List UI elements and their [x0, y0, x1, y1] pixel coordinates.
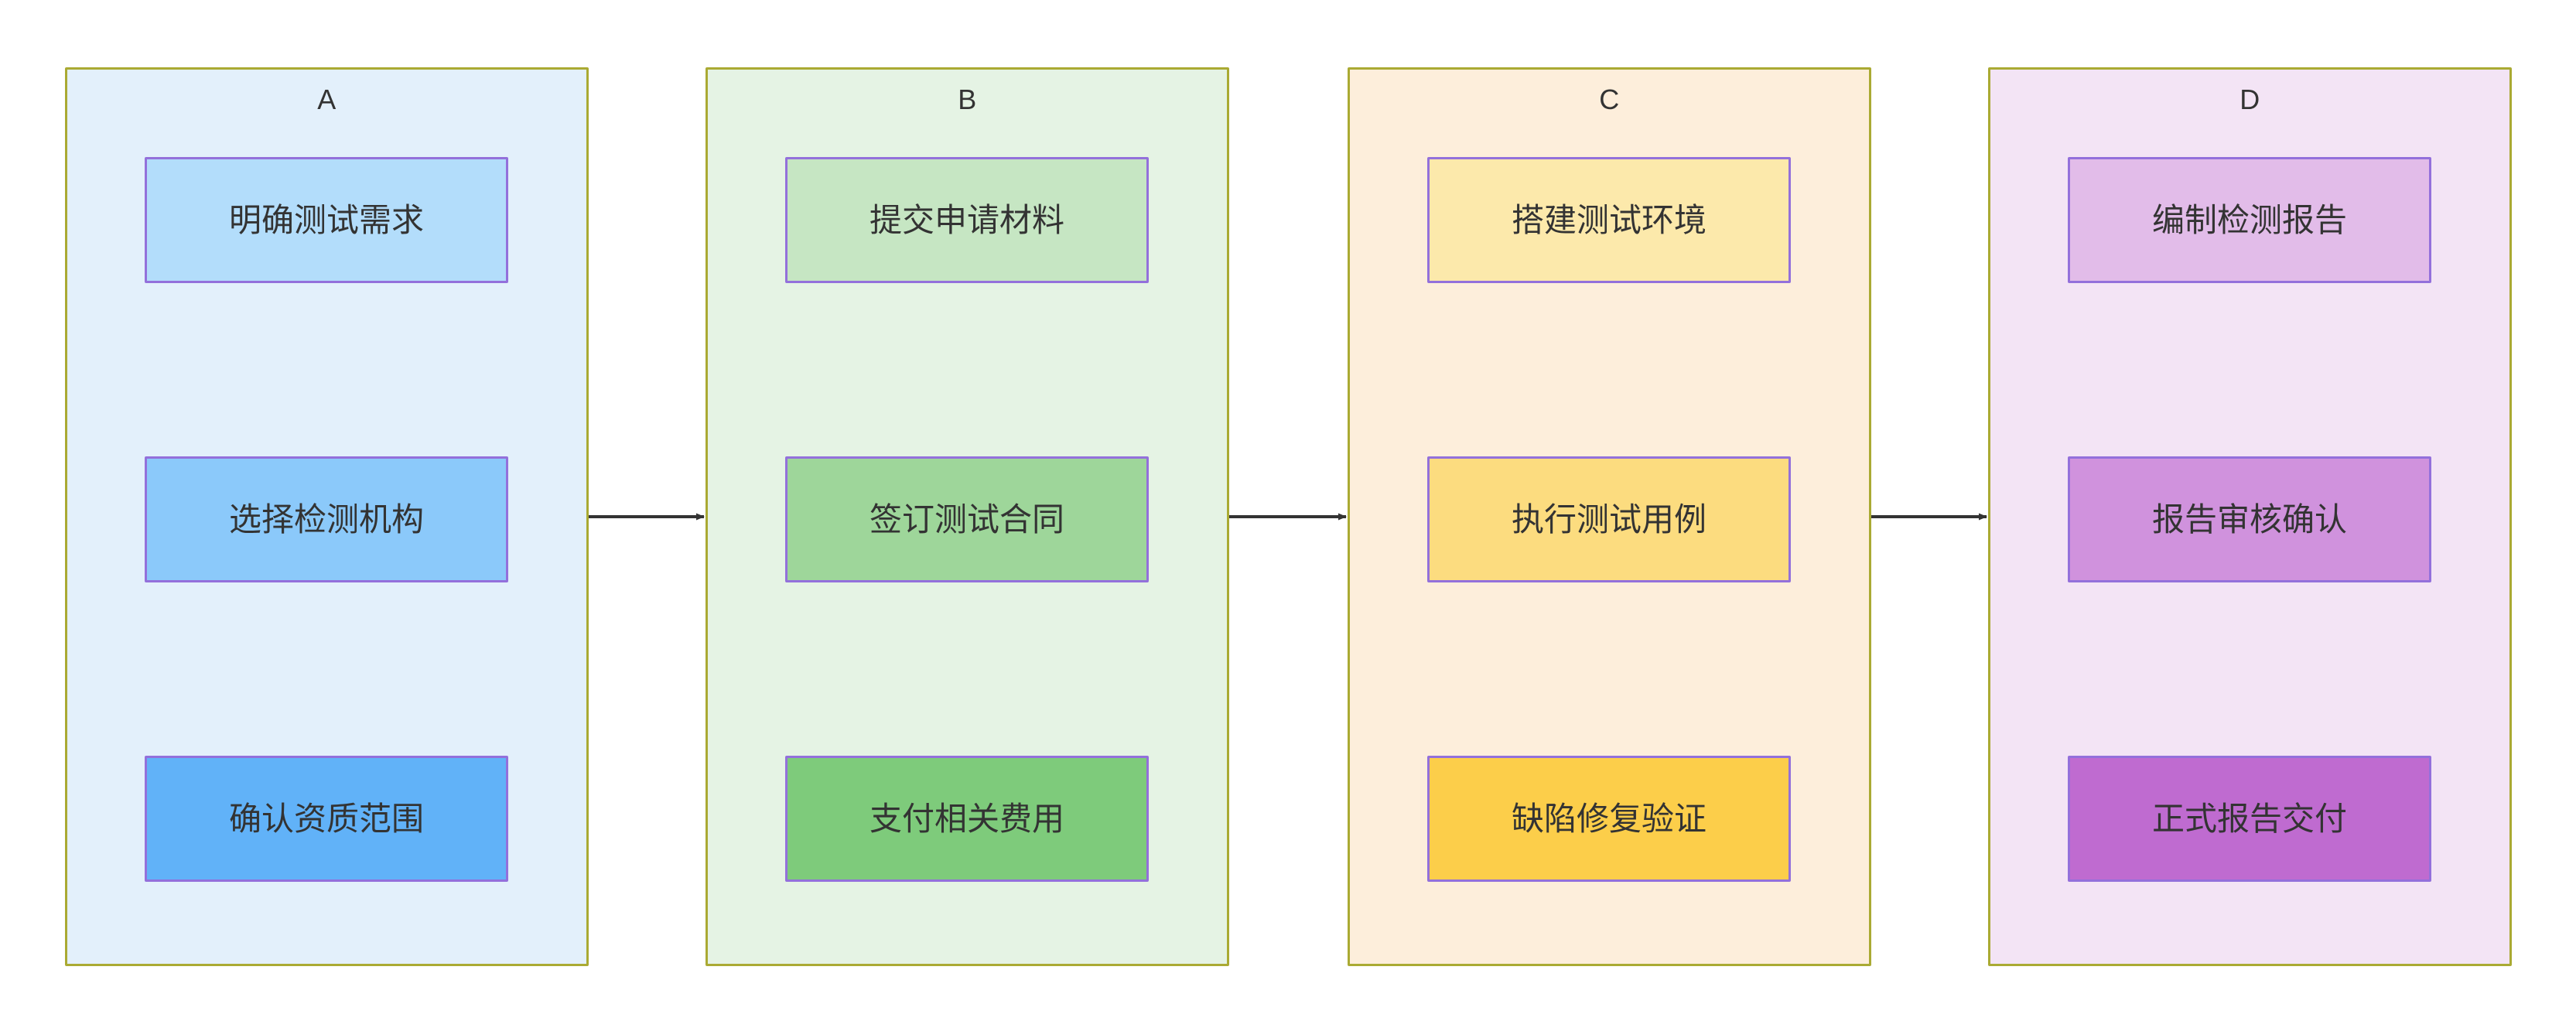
cluster-B[interactable]: B 提交申请材料 签订测试合同 支付相关费用 — [705, 67, 1229, 966]
node-D3[interactable]: 正式报告交付 — [2068, 756, 2431, 882]
cluster-C[interactable]: C 搭建测试环境 执行测试用例 缺陷修复验证 — [1348, 67, 1871, 966]
cluster-D[interactable]: D 编制检测报告 报告审核确认 正式报告交付 — [1988, 67, 2512, 966]
node-D3-label: 正式报告交付 — [2151, 800, 2347, 837]
node-C1[interactable]: 搭建测试环境 — [1427, 157, 1791, 283]
cluster-A[interactable]: A 明确测试需求 选择检测机构 确认资质范围 — [65, 67, 589, 966]
node-C3[interactable]: 缺陷修复验证 — [1427, 756, 1791, 882]
node-B1[interactable]: 提交申请材料 — [785, 157, 1149, 283]
node-C3-label: 缺陷修复验证 — [1511, 800, 1707, 837]
node-C2-label: 执行测试用例 — [1511, 500, 1707, 538]
node-D1-label: 编制检测报告 — [2151, 201, 2347, 238]
cluster-C-label: C — [1599, 84, 1620, 115]
node-D1[interactable]: 编制检测报告 — [2068, 157, 2431, 283]
node-A1[interactable]: 明确测试需求 — [145, 157, 508, 283]
node-B3-label: 支付相关费用 — [869, 800, 1064, 837]
node-B3[interactable]: 支付相关费用 — [785, 756, 1149, 882]
node-B1-label: 提交申请材料 — [869, 201, 1064, 238]
cluster-D-label: D — [2239, 84, 2260, 115]
node-A2[interactable]: 选择检测机构 — [145, 456, 508, 582]
node-A2-label: 选择检测机构 — [228, 500, 424, 538]
node-B2[interactable]: 签订测试合同 — [785, 456, 1149, 582]
node-C2[interactable]: 执行测试用例 — [1427, 456, 1791, 582]
node-A3-label: 确认资质范围 — [228, 800, 424, 837]
cluster-A-label: A — [317, 84, 337, 115]
node-A1-label: 明确测试需求 — [228, 201, 424, 238]
node-B2-label: 签订测试合同 — [869, 500, 1064, 538]
node-D2[interactable]: 报告审核确认 — [2068, 456, 2431, 582]
node-A3[interactable]: 确认资质范围 — [145, 756, 508, 882]
node-C1-label: 搭建测试环境 — [1511, 201, 1707, 238]
node-D2-label: 报告审核确认 — [2151, 500, 2347, 538]
cluster-B-label: B — [958, 84, 977, 115]
